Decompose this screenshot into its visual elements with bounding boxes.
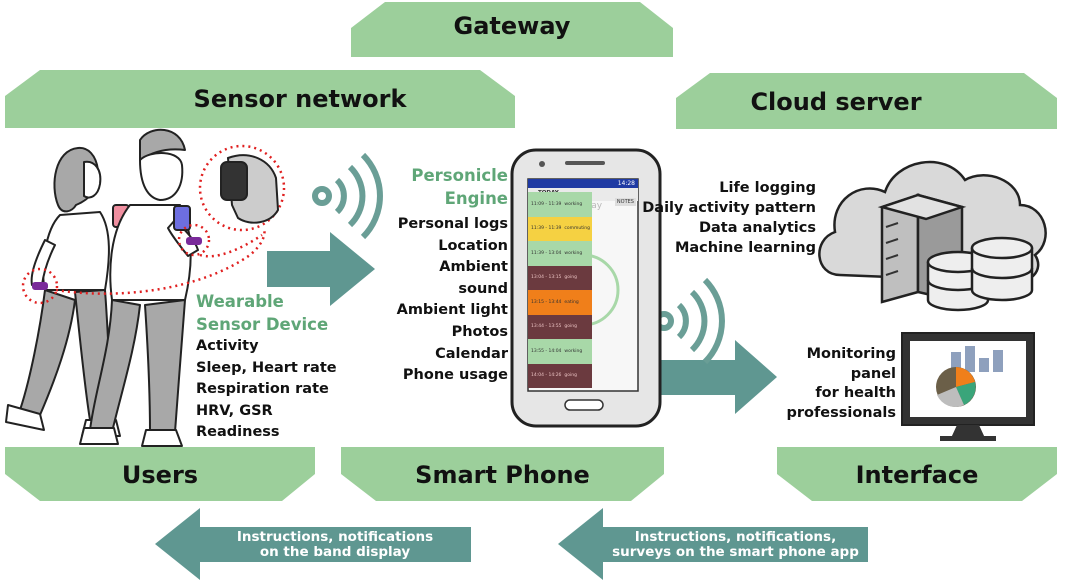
- sensor-network-banner: [5, 70, 515, 128]
- list-item: Sleep, Heart rate: [196, 359, 337, 376]
- list-item: Calendar: [435, 345, 508, 362]
- gateway-banner: [351, 2, 673, 57]
- wireless-signal-icon: [312, 152, 383, 240]
- wearable-title-line1: Wearable: [196, 292, 284, 311]
- personicle-title-line2: Engine: [444, 189, 508, 208]
- monitor-icon: [901, 332, 1035, 441]
- activity-time: 14:04 - 14:26: [531, 373, 562, 379]
- activity-label: commuting: [564, 226, 590, 232]
- smart-band-icon: [220, 154, 280, 224]
- personicle-title-line1: Personicle: [411, 166, 508, 185]
- list-item: Photos: [451, 323, 508, 340]
- activity-time: 13:15 - 13:44: [531, 299, 562, 305]
- smart-phone-label: Smart Phone: [415, 461, 590, 489]
- activity-label: going: [564, 373, 577, 379]
- smart-phone-banner: [341, 447, 664, 501]
- monitoring-line: for health: [815, 385, 896, 401]
- arrow-feedback-band: [155, 508, 471, 580]
- gateway-label: Gateway: [453, 12, 571, 40]
- monitoring-line: panel: [850, 365, 896, 382]
- list-item: Ambient light: [396, 302, 508, 319]
- interface-label: Interface: [855, 461, 979, 489]
- arrow-phone-to-cloud: [661, 340, 777, 414]
- list-item: Activity: [196, 338, 259, 354]
- list-item: Personal logs: [397, 216, 508, 232]
- activity-label: working: [564, 348, 583, 354]
- activity-label: going: [564, 324, 577, 330]
- list-item: Daily activity pattern: [642, 200, 816, 216]
- activity-time: 13:44 - 13:55: [531, 324, 562, 330]
- band-feedback-line: on the band display: [259, 544, 411, 560]
- users-label: Users: [121, 461, 199, 489]
- activity-time: 11:39 - 11:39: [531, 226, 562, 232]
- wristband-highlight: [21, 144, 286, 305]
- wearable-title-line2: Sensor Device: [196, 315, 329, 334]
- activity-time: 13:55 - 14:04: [531, 348, 562, 354]
- activity-time: 13:04 - 13:15: [531, 275, 562, 281]
- list-item: Respiration rate: [196, 381, 329, 397]
- list-item: Data analytics: [698, 220, 816, 236]
- wireless-signal-icon: [654, 277, 725, 365]
- list-item: Phone usage: [402, 367, 508, 384]
- cloud-server-icon: [818, 160, 1047, 312]
- list-item: Location: [438, 237, 508, 254]
- monitoring-line: professionals: [786, 404, 896, 421]
- band-feedback-line: Instructions, notifications: [236, 529, 434, 545]
- users-banner: [5, 447, 315, 501]
- list-item: Ambient sound: [439, 259, 508, 297]
- list-item: Machine learning: [674, 240, 816, 256]
- list-item: Life logging: [719, 180, 816, 196]
- phone-feedback-text: Instructions, notifications, surveys on …: [603, 530, 868, 560]
- activity-label: working: [564, 201, 583, 207]
- monitoring-panel-text: Monitoring panel for health professional…: [770, 345, 896, 423]
- cloud-features: Life logging Daily activity pattern Data…: [640, 178, 816, 258]
- monitoring-line: Monitoring: [806, 346, 896, 362]
- list-item: Readiness: [196, 424, 280, 440]
- cloud-server-banner: [676, 73, 1057, 129]
- activity-label: working: [564, 250, 583, 256]
- list-item: HRV, GSR: [196, 402, 273, 419]
- band-feedback-text: Instructions, notifications on the band …: [200, 530, 470, 560]
- status-time: 14:28: [617, 180, 635, 187]
- activity-time: 11:39 - 13:04: [531, 250, 562, 256]
- cloud-server-label: Cloud server: [750, 88, 922, 116]
- phone-feedback-line: surveys on the smart phone app: [612, 544, 859, 560]
- activity-label: going: [564, 275, 577, 281]
- wearable-items: Activity Sleep, Heart rate Respiration r…: [196, 336, 337, 444]
- personicle-block: Personicle Engine Personal logs Location…: [390, 164, 508, 387]
- app-tab-notes[interactable]: NOTES: [614, 198, 636, 206]
- sensor-network-label: Sensor network: [193, 85, 407, 113]
- activity-label: eating: [564, 299, 579, 305]
- users-illustration: [5, 128, 202, 447]
- personicle-items: Personal logs Location Ambient sound Amb…: [390, 214, 508, 387]
- arrow-users-to-phone: [267, 232, 375, 306]
- interface-banner: [777, 447, 1057, 501]
- activity-time: 11:09 - 11:39: [531, 201, 562, 207]
- wearable-sensor-block: Wearable Sensor Device Activity Sleep, H…: [196, 290, 337, 444]
- arrow-feedback-phone: [558, 508, 868, 580]
- phone-feedback-line: Instructions, notifications,: [634, 529, 837, 545]
- phone-screen: 14:28 TODAY Today NOTES 11:09 - 11:39wor…: [528, 179, 638, 391]
